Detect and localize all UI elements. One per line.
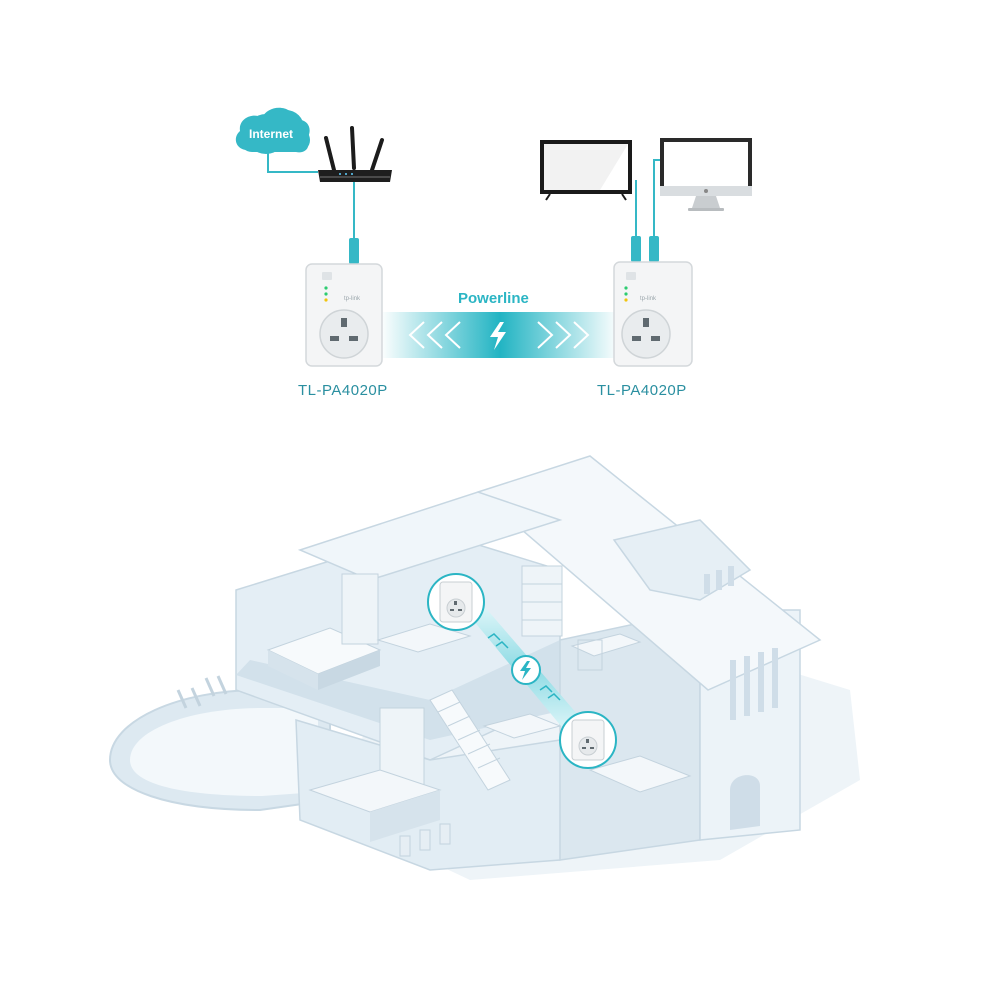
desk: [376, 623, 472, 653]
house-illustration: [108, 455, 860, 880]
monitor-icon: [660, 138, 752, 211]
ethernet-plug-right-2: [649, 236, 659, 262]
adapter-brand-right: tp-link: [640, 296, 657, 302]
wardrobe: [341, 573, 379, 645]
bar-stools: [399, 823, 451, 857]
pool-ladders: [176, 675, 228, 709]
adapter-left-label: TL-PA4020P: [298, 382, 388, 399]
sofa: [588, 755, 692, 793]
ethernet-plug-left: [349, 238, 359, 264]
left-chevrons: [408, 321, 461, 349]
dormer-windows: [704, 566, 734, 594]
house-adapter-upstairs: [427, 573, 485, 631]
dining-table: [482, 713, 562, 739]
tv-icon: [540, 140, 632, 201]
house-adapter-downstairs: [559, 711, 617, 769]
adapter-brand-left: tp-link: [344, 296, 361, 302]
powerline-label: Powerline: [458, 290, 529, 307]
cloud-icon: [235, 107, 310, 154]
study-table: [570, 633, 642, 657]
right-chevrons: [537, 321, 590, 349]
facade-windows: [730, 648, 778, 720]
internet-label: Internet: [249, 127, 293, 141]
bookshelf: [521, 565, 563, 637]
internet-cable: [267, 152, 318, 173]
pool-water: [130, 708, 318, 796]
facade-door: [730, 775, 760, 830]
house-chevrons: [487, 633, 561, 701]
adapter-right-label: TL-PA4020P: [597, 382, 687, 399]
monitor-cable: [653, 159, 660, 240]
roof-left: [297, 491, 563, 581]
powerline-adapter-left: tp-link: [305, 263, 383, 367]
router-icon: [318, 126, 392, 182]
lightning-icon: [490, 322, 506, 350]
stairs: [429, 689, 511, 791]
ethernet-plug-right-1: [631, 236, 641, 262]
house-lightning-icon: [520, 661, 531, 680]
powerline-adapter-right: tp-link: [613, 261, 693, 367]
